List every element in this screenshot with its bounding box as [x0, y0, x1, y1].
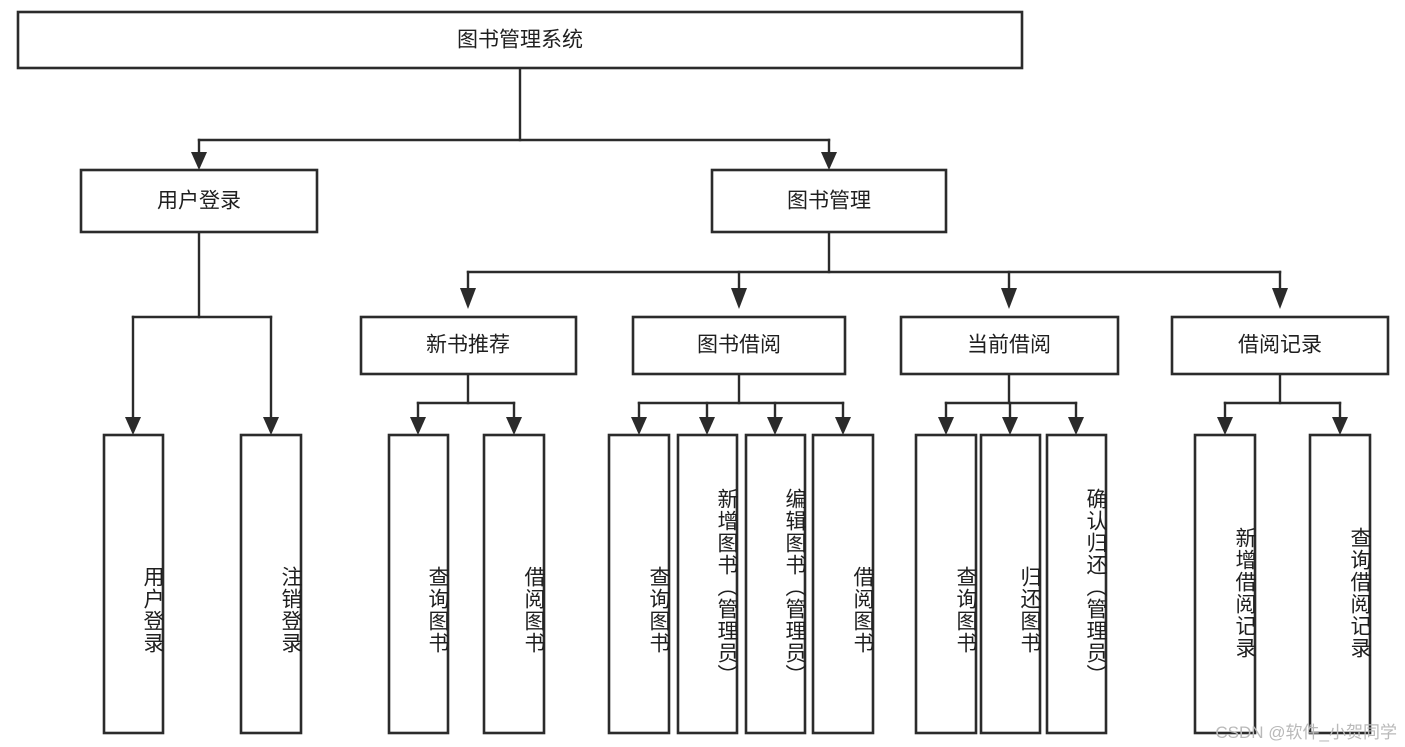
connector-group-borrow-record: [1217, 372, 1348, 435]
node-box-book-manage[interactable]: [710, 168, 948, 234]
connector-group-current-borrow: [938, 372, 1084, 435]
arrow-head-new-book-leaf-2: [506, 417, 522, 435]
node-label-root: 图书管理系统: [457, 29, 583, 52]
node-label-borrow-record: 借阅记录: [1238, 334, 1322, 357]
node-box-leaf-new-book-1[interactable]: [387, 433, 450, 735]
arrow-head-to-current-borrow: [1001, 288, 1017, 309]
connector-group-root: [191, 66, 837, 170]
node-label-book-manage: 图书管理: [787, 190, 871, 213]
node-box-new-book-recommend[interactable]: [359, 315, 578, 376]
node-label-new-book-recommend: 新书推荐: [426, 334, 510, 357]
node-box-leaf-current-borrow-1[interactable]: [914, 433, 978, 735]
node-box-leaf-current-borrow-2[interactable]: [979, 433, 1042, 735]
node-box-leaf-book-borrow-2[interactable]: [676, 433, 739, 735]
arrow-head-book-borrow-leaf-1: [631, 417, 647, 435]
arrow-head-user-login-leaf-1: [125, 417, 141, 435]
connector-group-book-borrow: [631, 372, 851, 435]
node-box-leaf-book-borrow-3[interactable]: [744, 433, 807, 735]
node-box-user-login[interactable]: [79, 168, 319, 234]
arrow-head-borrow-record-leaf-1: [1217, 417, 1233, 435]
node-label-current-borrow: 当前借阅: [967, 334, 1051, 357]
arrow-head-current-borrow-leaf-1: [938, 417, 954, 435]
node-box-root[interactable]: [16, 10, 1024, 70]
node-label-book-borrow: 图书借阅: [697, 334, 781, 357]
arrow-head-to-new-book: [460, 288, 476, 309]
node-box-leaf-book-borrow-1[interactable]: [607, 433, 671, 735]
node-box-book-borrow[interactable]: [631, 315, 847, 376]
node-box-borrow-record[interactable]: [1170, 315, 1390, 376]
node-box-leaf-current-borrow-3[interactable]: [1045, 433, 1108, 735]
arrow-head-to-user-login: [191, 152, 207, 170]
node-box-leaf-new-book-2[interactable]: [482, 433, 546, 735]
node-box-leaf-book-borrow-4[interactable]: [811, 433, 875, 735]
csdn-watermark: CSDN @软件_小贺同学: [1215, 723, 1397, 742]
node-box-leaf-borrow-record-1[interactable]: [1193, 433, 1257, 735]
arrow-head-current-borrow-leaf-3: [1068, 417, 1084, 435]
connector-group-book-manage: [460, 230, 1288, 309]
node-box-leaf-user-login-2[interactable]: [239, 433, 303, 735]
arrow-head-user-login-leaf-2: [263, 417, 279, 435]
node-box-current-borrow[interactable]: [899, 315, 1120, 376]
arrow-head-new-book-leaf-1: [410, 417, 426, 435]
node-box-leaf-borrow-record-2[interactable]: [1308, 433, 1372, 735]
arrow-head-to-borrow-record: [1272, 288, 1288, 309]
arrow-head-book-borrow-leaf-4: [835, 417, 851, 435]
connector-group-new-book-recommend: [410, 372, 522, 435]
arrow-head-book-borrow-leaf-2: [699, 417, 715, 435]
arrow-head-book-borrow-leaf-3: [767, 417, 783, 435]
arrow-head-to-book-manage: [821, 152, 837, 170]
arrow-head-borrow-record-leaf-2: [1332, 417, 1348, 435]
arrow-head-to-book-borrow: [731, 288, 747, 309]
node-label-user-login: 用户登录: [157, 190, 241, 213]
connector-group-user-login: [125, 230, 279, 435]
node-box-leaf-user-login-1[interactable]: [102, 433, 165, 735]
arrow-head-current-borrow-leaf-2: [1002, 417, 1018, 435]
